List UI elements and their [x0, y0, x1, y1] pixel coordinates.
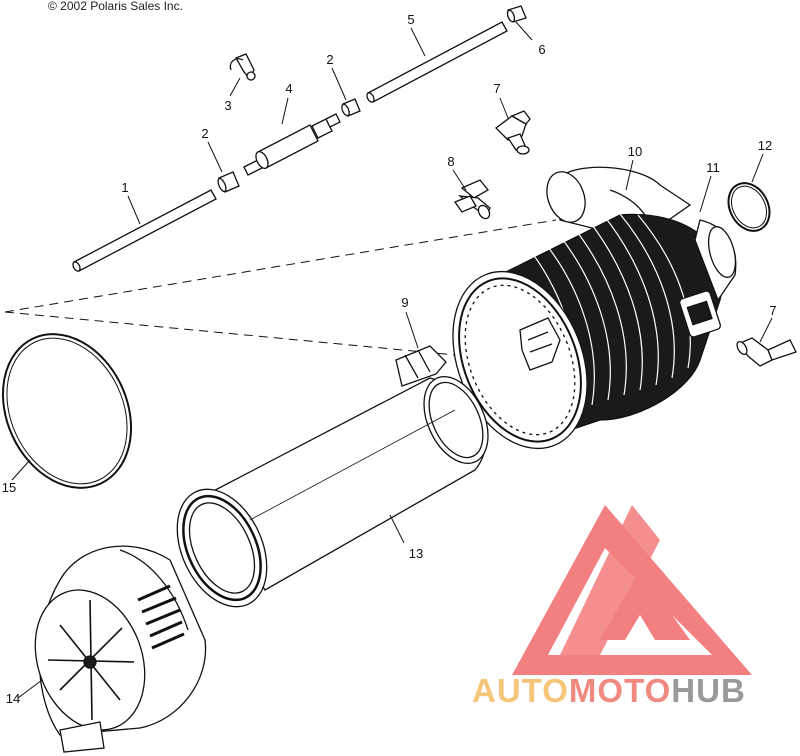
part-9-clip	[395, 345, 447, 387]
part-3-clamp	[229, 53, 256, 81]
part-7-elbow-upper	[495, 110, 531, 155]
part-2-fitting-right	[341, 98, 361, 117]
part-7-elbow-right	[736, 337, 797, 367]
callout-5: 5	[407, 12, 414, 27]
callout-12: 12	[758, 138, 772, 153]
callout-8: 8	[447, 154, 454, 169]
part-11-air-box-housing	[452, 166, 737, 450]
watermark-part-moto: MOTO	[568, 672, 672, 709]
callout-9: 9	[401, 295, 408, 310]
part-15-gasket-ring	[1, 333, 133, 489]
callout-11: 11	[706, 160, 720, 175]
callout-10: 10	[628, 144, 642, 159]
callout-2-right: 2	[326, 52, 333, 67]
callout-7-right: 7	[769, 303, 776, 318]
callout-7-upper: 7	[493, 81, 500, 96]
callout-2-left: 2	[201, 126, 208, 141]
automotohub-logo-icon	[512, 505, 752, 675]
watermark-part-hub: HUB	[671, 672, 746, 709]
watermark-text: AUTOMOTOHUB	[472, 672, 746, 710]
watermark-part-auto: AUTO	[472, 672, 569, 709]
part-6-fitting	[506, 5, 527, 23]
callout-labels: 1 2 2 3 4 5 6 7 7 8 9 10 11 12 13 14 15	[2, 12, 777, 706]
copyright-notice: © 2002 Polaris Sales Inc.	[48, 0, 183, 13]
part-5-tube	[366, 21, 508, 103]
callout-3: 3	[224, 98, 231, 113]
callout-14: 14	[6, 691, 20, 706]
part-1-tube	[72, 189, 217, 272]
callout-4: 4	[285, 81, 292, 96]
part-2-fitting-left	[217, 171, 240, 193]
part-8-elbow-barb	[453, 179, 491, 220]
callout-1: 1	[121, 180, 128, 195]
part-4-valve	[243, 113, 341, 176]
part-12-o-ring	[727, 182, 771, 232]
callout-leader-lines	[11, 21, 773, 699]
part-13-filter-element	[176, 376, 489, 608]
callout-6: 6	[538, 42, 545, 57]
callout-13: 13	[409, 546, 423, 561]
callout-15: 15	[2, 480, 16, 495]
dashed-leader-lines	[4, 219, 557, 356]
part-14-end-cap	[34, 545, 207, 753]
